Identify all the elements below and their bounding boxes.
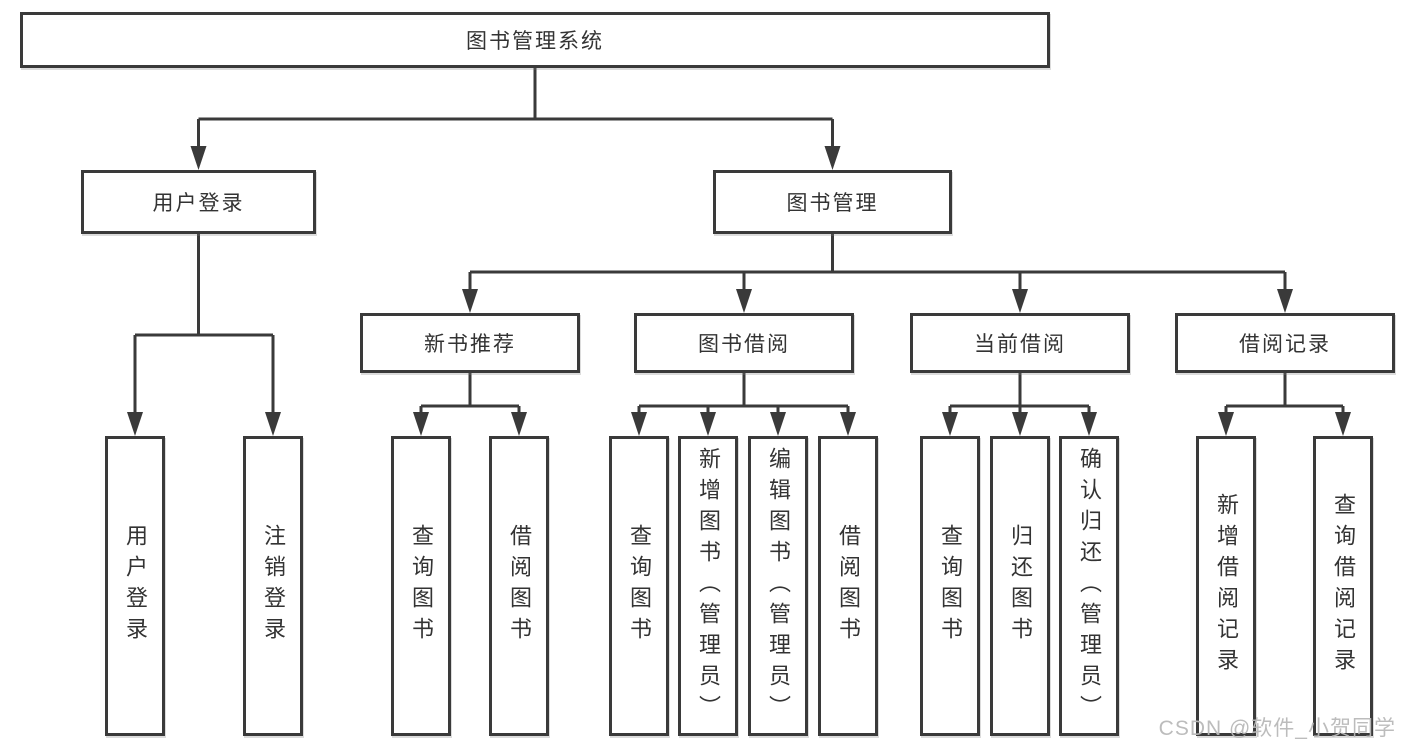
- leaf-user-login-label: 用户登录: [123, 524, 148, 648]
- branch-borrowing-records: 借阅记录: [1175, 313, 1395, 373]
- leaf-borrow-books-borrowing: 借阅图书: [818, 436, 878, 736]
- leaf-query-borrow-record: 查询借阅记录: [1313, 436, 1373, 736]
- node-root: 图书管理系统: [20, 12, 1050, 68]
- leaf-query-books-recommend: 查询图书: [391, 436, 451, 736]
- leaf-logout-login-label: 注销登录: [261, 524, 286, 648]
- leaf-edit-book-admin: 编辑图书（管理员）: [748, 436, 808, 736]
- leaf-borrow-books-recommend: 借阅图书: [489, 436, 549, 736]
- leaf-edit-book-admin-label: 编辑图书（管理员）: [766, 446, 791, 726]
- arrowheads: [127, 146, 1351, 436]
- leaf-query-books-borrowing: 查询图书: [609, 436, 669, 736]
- leaf-add-book-admin-label: 新增图书（管理员）: [696, 446, 721, 726]
- branch-borrowing-records-label: 借阅记录: [1239, 333, 1331, 356]
- branch-new-book-recommendation: 新书推荐: [360, 313, 580, 373]
- branch-current-borrowing-label: 当前借阅: [974, 333, 1066, 356]
- leaf-user-login: 用户登录: [105, 436, 165, 736]
- branch-book-management: 图书管理: [713, 170, 952, 234]
- leaf-add-borrow-record: 新增借阅记录: [1196, 436, 1256, 736]
- leaf-add-borrow-record-label: 新增借阅记录: [1214, 493, 1239, 679]
- tree-edges: [133, 68, 1345, 414]
- branch-book-management-label: 图书管理: [786, 192, 879, 215]
- leaf-query-borrow-record-label: 查询借阅记录: [1331, 493, 1356, 679]
- leaf-borrow-books-recommend-label: 借阅图书: [507, 524, 532, 648]
- leaf-add-book-admin: 新增图书（管理员）: [678, 436, 738, 736]
- leaf-query-books-borrowing-label: 查询图书: [627, 524, 652, 648]
- leaf-confirm-return-admin: 确认归还（管理员）: [1059, 436, 1119, 736]
- leaf-query-books-recommend-label: 查询图书: [409, 524, 434, 648]
- leaf-return-books-label: 归还图书: [1008, 524, 1033, 648]
- branch-user-login: 用户登录: [81, 170, 316, 234]
- branch-current-borrowing: 当前借阅: [910, 313, 1130, 373]
- branch-book-borrowing-label: 图书借阅: [698, 333, 790, 356]
- branch-new-book-recommendation-label: 新书推荐: [424, 333, 516, 356]
- leaf-confirm-return-admin-label: 确认归还（管理员）: [1077, 446, 1102, 726]
- leaf-query-books-current-label: 查询图书: [938, 524, 963, 648]
- branch-book-borrowing: 图书借阅: [634, 313, 854, 373]
- leaf-query-books-current: 查询图书: [920, 436, 980, 736]
- branch-user-login-label: 用户登录: [152, 192, 245, 215]
- leaf-logout-login: 注销登录: [243, 436, 303, 736]
- leaf-return-books: 归还图书: [990, 436, 1050, 736]
- node-root-label: 图书管理系统: [466, 30, 604, 53]
- watermark: CSDN @软件_小贺同学: [1158, 717, 1396, 740]
- leaf-borrow-books-borrowing-label: 借阅图书: [836, 524, 861, 648]
